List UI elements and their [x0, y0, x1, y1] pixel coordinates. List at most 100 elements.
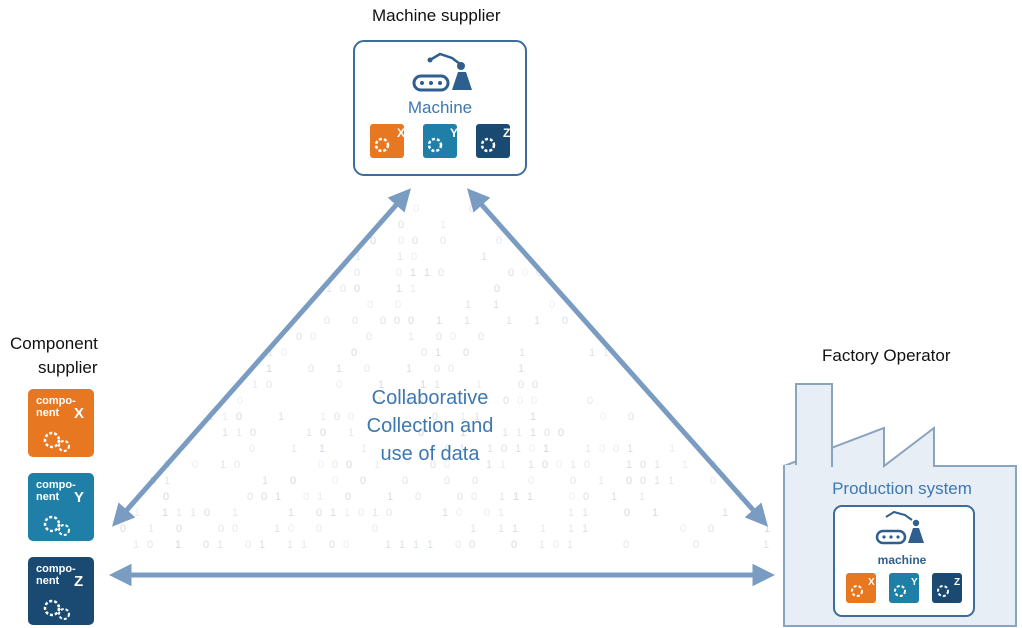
binary-digit: 1 [399, 539, 405, 551]
component-supplier-title: Component supplier [10, 332, 98, 380]
binary-digit: 0 [528, 475, 534, 487]
binary-digit: 1 [585, 443, 591, 455]
binary-digit: 0 [396, 267, 402, 279]
machine-supplier-title: Machine supplier [372, 6, 501, 25]
binary-digit: 1 [499, 491, 505, 503]
binary-digit: 0 [456, 507, 462, 519]
binary-digit: 1 [397, 251, 403, 263]
machine-module-z-label: Z [503, 126, 510, 140]
binary-digit: 0 [318, 459, 324, 471]
gear-icon [43, 431, 61, 449]
binary-digit: 0 [354, 267, 360, 279]
binary-digit: 0 [436, 331, 442, 343]
binary-digit: 0 [531, 395, 537, 407]
binary-digit: 1 [222, 411, 228, 423]
binary-digit: 0 [461, 395, 467, 407]
binary-digit: 0 [471, 491, 477, 503]
binary-digit: 0 [288, 523, 294, 535]
binary-digit: 1 [527, 491, 533, 503]
binary-digit: 1 [266, 363, 272, 375]
binary-digit: 1 [344, 507, 350, 519]
binary-digit: 0 [234, 459, 240, 471]
binary-digit: 1 [436, 315, 442, 327]
factory-chimney [795, 383, 833, 467]
binary-digit: 1 [434, 379, 440, 391]
binary-digit: 0 [367, 299, 373, 311]
binary-digit: 0 [583, 491, 589, 503]
binary-digit: 0 [640, 459, 646, 471]
binary-digit: 1 [639, 491, 645, 503]
binary-digit: 0 [411, 251, 417, 263]
binary-digit: 0 [250, 427, 256, 439]
binary-digit: 0 [544, 427, 550, 439]
component-z-line1: compo- [36, 563, 76, 575]
binary-digit: 0 [478, 331, 484, 343]
component-x-letter: X [74, 405, 84, 422]
binary-digit: 0 [599, 443, 605, 455]
binary-digit: 0 [266, 379, 272, 391]
binary-digit: 1 [440, 219, 446, 231]
binary-digit: 0 [402, 475, 408, 487]
binary-digit: 0 [386, 507, 392, 519]
binary-digit: 0 [484, 507, 490, 519]
binary-digit: 0 [624, 507, 630, 519]
binary-digit: 0 [120, 523, 126, 535]
binary-digit: 1 [764, 523, 770, 535]
binary-digit: 0 [329, 539, 335, 551]
binary-digit: 0 [448, 363, 454, 375]
binary-digit: 1 [518, 363, 524, 375]
binary-digit: 0 [569, 491, 575, 503]
production-machine-box: machine X Y Z [833, 505, 975, 617]
binary-digit: 1 [568, 523, 574, 535]
arrow-machine-component [112, 188, 411, 527]
binary-digit: 1 [413, 539, 419, 551]
binary-digit: 1 [568, 507, 574, 519]
binary-digit: 1 [320, 411, 326, 423]
binary-digit: 0 [511, 539, 517, 551]
production-module-z: Z [932, 573, 962, 603]
binary-digit: 0 [432, 411, 438, 423]
machine-label: Machine [408, 98, 472, 117]
binary-digit: 0 [247, 491, 253, 503]
binary-digit: 1 [410, 267, 416, 279]
binary-digit: 1 [530, 427, 536, 439]
binary-digit: 1 [530, 411, 536, 423]
binary-digit: 0 [360, 475, 366, 487]
binary-digit: 0 [418, 427, 424, 439]
binary-digit: 1 [481, 251, 487, 263]
binary-digit: 1 [291, 443, 297, 455]
binary-digit: 1 [570, 459, 576, 471]
binary-digit: 0 [163, 491, 169, 503]
binary-digit: 0 [192, 459, 198, 471]
binary-digit: 0 [358, 507, 364, 519]
binary-digit: 0 [245, 539, 251, 551]
binary-digit: 1 [217, 539, 223, 551]
binary-digit: 0 [494, 283, 500, 295]
center-caption-line1: Collaborative [371, 387, 489, 409]
binary-digit: 1 [406, 363, 412, 375]
gear-icon [43, 599, 61, 617]
binary-digit: 0 [472, 475, 478, 487]
binary-digit: 0 [415, 491, 421, 503]
binary-digit: 1 [627, 443, 633, 455]
binary-digit: 0 [308, 363, 314, 375]
binary-digit: 0 [445, 443, 451, 455]
production-module-x: X [846, 573, 876, 603]
production-machine-label: machine [878, 553, 927, 567]
center-caption: Collaborative Collection and use of data [330, 384, 530, 468]
binary-digit: 0 [394, 315, 400, 327]
binary-digit: 0 [364, 363, 370, 375]
binary-digit: 1 [464, 315, 470, 327]
binary-digit: 1 [654, 459, 660, 471]
binary-digit: 1 [232, 507, 238, 519]
binary-digit: 0 [532, 379, 538, 391]
binary-digit: 1 [419, 395, 425, 407]
binary-digit: 0 [296, 331, 302, 343]
binary-digit: 0 [237, 395, 243, 407]
binary-digit: 1 [336, 363, 342, 375]
binary-digit: 0 [444, 475, 450, 487]
binary-digit: 1 [306, 427, 312, 439]
binary-digit: 0 [320, 427, 326, 439]
